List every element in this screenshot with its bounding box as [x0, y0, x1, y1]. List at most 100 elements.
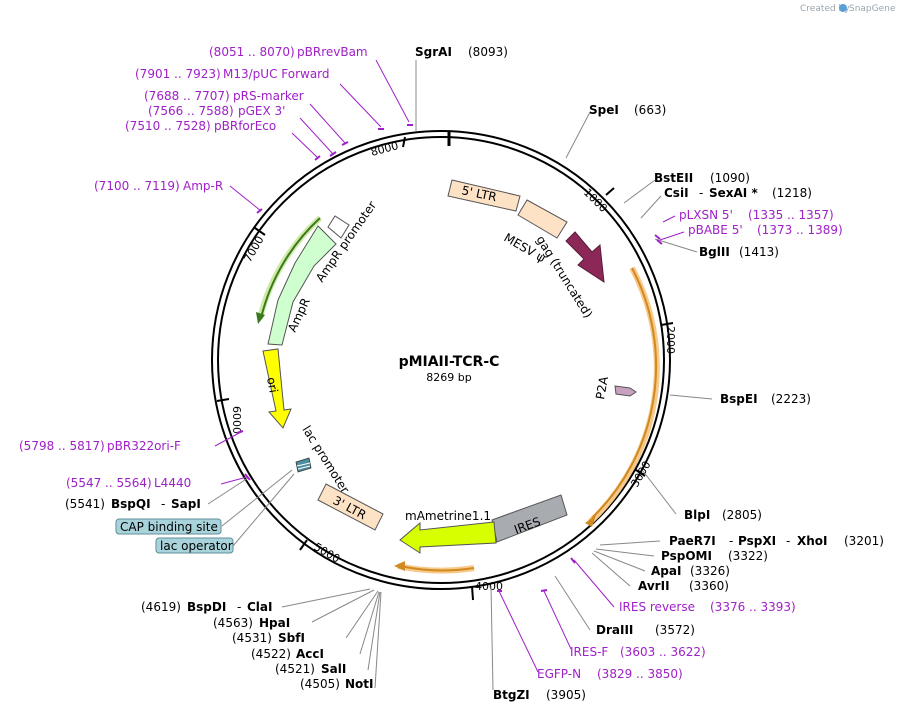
- enzyme-bglii[interactable]: BglII (1413): [699, 245, 779, 259]
- svg-text:BspEI: BspEI: [720, 392, 758, 406]
- feature-lac-promoter-marks: [295, 457, 312, 473]
- svg-text:(4531): (4531): [232, 631, 272, 645]
- primer-pbrrevbam[interactable]: (8051 .. 8070) pBRrevBam: [209, 45, 368, 59]
- orf-arc-bottom: [399, 565, 475, 572]
- svg-text:ori: ori: [264, 376, 280, 394]
- primer-ires-f[interactable]: IRES-F (3603 .. 3622): [570, 645, 706, 659]
- svg-text:pBRforEco: pBRforEco: [214, 119, 276, 133]
- enzyme-draiii[interactable]: DraIII (3572): [596, 623, 695, 637]
- enzyme-bsteii[interactable]: BstEII (1090): [654, 171, 750, 185]
- primer-egfp-n[interactable]: EGFP-N (3829 .. 3850): [537, 667, 683, 681]
- feature-ampr[interactable]: AmpR: [267, 225, 337, 346]
- enzyme-hpai[interactable]: (4563) HpaI: [213, 616, 290, 630]
- enzyme-avrii[interactable]: AvrII (3360): [638, 579, 729, 593]
- svg-text:BglII: BglII: [699, 245, 730, 259]
- svg-text:(4522): (4522): [251, 647, 291, 661]
- enzyme-bspqi[interactable]: (5541) BspQI - SapI: [65, 497, 201, 511]
- enzyme-paer7i[interactable]: PaeR7I - PspXI - XhoI (3201): [669, 534, 884, 548]
- svg-text:SpeI: SpeI: [589, 103, 619, 117]
- svg-text:EGFP-N: EGFP-N: [537, 667, 581, 681]
- svg-text:(3322): (3322): [728, 549, 768, 563]
- svg-text:pBR322ori-F: pBR322ori-F: [107, 439, 181, 453]
- enzyme-leaders: [207, 60, 713, 691]
- enzyme-spei[interactable]: SpeI (663): [589, 103, 666, 117]
- primer-amp-r[interactable]: (7100 .. 7119) Amp-R: [94, 179, 223, 193]
- svg-text:SapI: SapI: [171, 497, 201, 511]
- enzyme-sgrai[interactable]: SgrAI (8093): [415, 45, 508, 59]
- svg-text:(4563): (4563): [213, 616, 253, 630]
- svg-text:4000: 4000: [475, 580, 503, 593]
- primer-prs-marker[interactable]: (7688 .. 7707) pRS-marker: [144, 89, 304, 103]
- svg-text:-: -: [729, 534, 733, 548]
- enzyme-bspdi[interactable]: (4619) BspDI - ClaI: [141, 600, 272, 614]
- enzyme-btgzi[interactable]: BtgZI (3905): [493, 688, 586, 702]
- plasmid-length: 8269 bp: [426, 371, 471, 384]
- feature-3ltr[interactable]: 3' LTR: [317, 483, 384, 531]
- primer-pbr322ori[interactable]: (5798 .. 5817) pBR322ori-F: [19, 439, 181, 453]
- primer-pgex[interactable]: (7566 .. 7588) pGEX 3': [148, 104, 285, 118]
- svg-text:PaeR7I: PaeR7I: [669, 534, 716, 548]
- svg-text:7000: 7000: [241, 234, 266, 265]
- svg-text:ApaI: ApaI: [651, 564, 681, 578]
- enzyme-bspei[interactable]: BspEI (2223): [720, 392, 811, 406]
- feature-ires[interactable]: IRES: [491, 494, 568, 543]
- feature-5ltr[interactable]: 5' LTR: [447, 179, 521, 212]
- enzyme-sali[interactable]: (4521) SalI: [275, 662, 346, 676]
- svg-text:6000: 6000: [230, 406, 243, 434]
- tick-6000: 6000: [216, 398, 243, 434]
- primer-pbabe[interactable]: pBABE 5' (1373 .. 1389): [688, 223, 843, 237]
- svg-text:(3326): (3326): [690, 564, 730, 578]
- svg-text:2000: 2000: [664, 326, 677, 354]
- tick-2000: 2000: [660, 322, 677, 354]
- enzyme-apai[interactable]: ApaI (3326): [651, 564, 730, 578]
- svg-text:Amp-R: Amp-R: [183, 179, 223, 193]
- svg-text:HpaI: HpaI: [259, 616, 290, 630]
- svg-text:pRS-marker: pRS-marker: [233, 89, 304, 103]
- cap-binding-site-label[interactable]: CAP binding site: [115, 518, 222, 535]
- primer-ires-reverse[interactable]: IRES reverse (3376 .. 3393): [619, 600, 796, 614]
- svg-text:SalI: SalI: [321, 662, 346, 676]
- orf-arc-right-head: [585, 515, 596, 527]
- primer-marks: [236, 124, 663, 592]
- svg-text:(7566 .. 7588): (7566 .. 7588): [148, 104, 234, 118]
- svg-text:DraIII: DraIII: [596, 623, 633, 637]
- svg-text:(8051 .. 8070): (8051 .. 8070): [209, 45, 295, 59]
- svg-text:IRES-F: IRES-F: [570, 645, 608, 659]
- enzyme-noti[interactable]: (4505) NotI: [300, 677, 374, 691]
- tick-7000: 7000: [241, 227, 267, 265]
- feature-p2a[interactable]: P2A: [593, 375, 637, 401]
- backbone-inner: [217, 136, 665, 584]
- enzyme-blpi[interactable]: BlpI (2805): [684, 508, 762, 522]
- primer-l4440[interactable]: (5547 .. 5564) L4440: [66, 476, 191, 490]
- feature-ori[interactable]: ori: [262, 348, 292, 429]
- enzyme-csii[interactable]: CsiI - SexAI * (1218): [664, 186, 812, 200]
- feature-mametrine[interactable]: mAmetrine1.1: [399, 509, 497, 554]
- feature-gag[interactable]: gag (truncated): [533, 231, 605, 321]
- svg-text:(3201): (3201): [844, 534, 884, 548]
- svg-text:L4440: L4440: [154, 476, 191, 490]
- svg-text:(3603 .. 3622): (3603 .. 3622): [620, 645, 706, 659]
- enzyme-sbfi[interactable]: (4531) SbfI: [232, 631, 305, 645]
- svg-text:-: -: [699, 186, 703, 200]
- svg-text:-: -: [786, 534, 790, 548]
- svg-text:IRES reverse: IRES reverse: [619, 600, 695, 614]
- svg-text:(3360): (3360): [689, 579, 729, 593]
- primer-pbrforeco[interactable]: (7510 .. 7528) pBRforEco: [125, 119, 276, 133]
- tick-4000: 4000: [471, 580, 503, 601]
- svg-text:(1090): (1090): [710, 171, 750, 185]
- svg-text:(3572): (3572): [655, 623, 695, 637]
- svg-text:M13/pUC Forward: M13/pUC Forward: [223, 67, 330, 81]
- snapgene-logo-icon: [839, 4, 847, 12]
- primer-m13puc[interactable]: (7901 .. 7923) M13/pUC Forward: [135, 67, 330, 81]
- svg-text:PspOMI: PspOMI: [661, 549, 712, 563]
- orf-arc-right: [591, 267, 658, 519]
- backbone-outer: [211, 130, 671, 590]
- primer-plxsn[interactable]: pLXSN 5' (1335 .. 1357): [679, 208, 834, 222]
- svg-text:BtgZI: BtgZI: [493, 688, 530, 702]
- enzyme-acci[interactable]: (4522) AccI: [251, 647, 324, 661]
- enzyme-pspomi[interactable]: PspOMI (3322): [661, 549, 768, 563]
- svg-text:-: -: [237, 600, 241, 614]
- svg-text:(5541): (5541): [65, 497, 105, 511]
- lac-operator-label[interactable]: lac operator: [155, 537, 234, 554]
- svg-text:(5798 .. 5817): (5798 .. 5817): [19, 439, 105, 453]
